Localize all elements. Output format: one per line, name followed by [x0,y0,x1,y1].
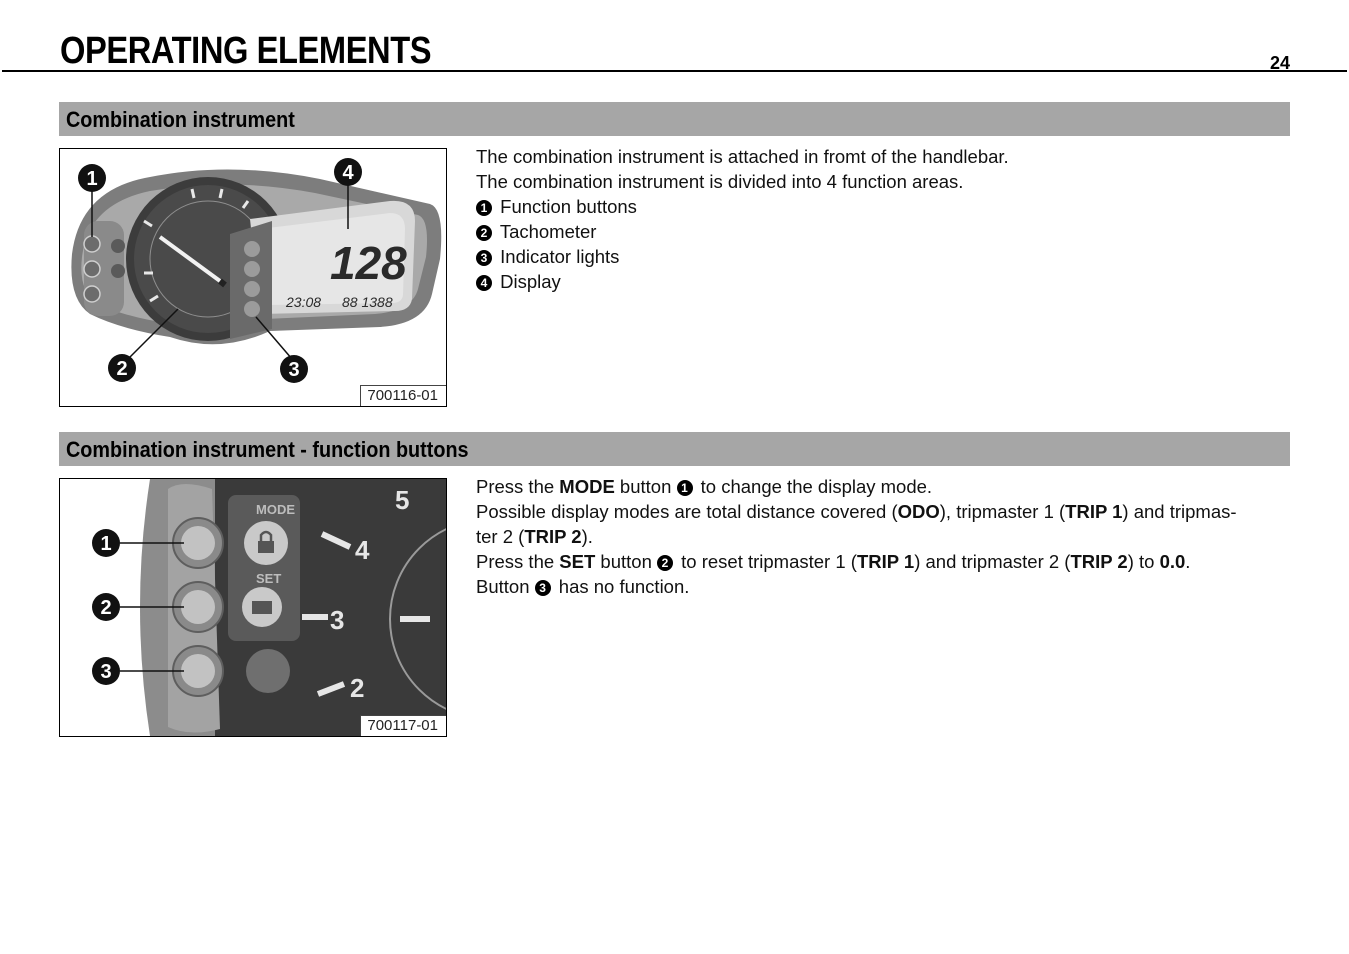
set-term: SET [559,551,596,572]
number-badge: 4 [476,275,492,291]
section-heading-text: Combination instrument [66,107,295,132]
paragraph: Press the MODE button 1 to change the di… [476,476,933,497]
set-label: SET [256,571,281,586]
callout-2: 2 [100,597,111,619]
list-item-label: Tachometer [499,221,597,242]
page-number: 24 [1269,53,1290,73]
paragraph: Press the SET button 2 to reset tripmast… [476,551,1191,572]
list-item: 2 Tachometer [476,219,1286,244]
trip2-term: TRIP 2 [524,526,582,547]
callout-4: 4 [342,162,354,184]
display-odo: 88 1388 [342,294,393,310]
mode-term: MODE [559,476,615,497]
trip1-term: TRIP 1 [856,551,915,572]
number-badge: 3 [476,250,492,266]
scale-number: 5 [395,485,409,515]
figure-combination-instrument: 128 23:08 88 1388 1 4 2 3 700116-01 [59,148,447,407]
section-heading-text: Combination instrument - function button… [66,437,469,462]
number-badge: 3 [534,580,551,596]
paragraph: The combination instrument is attached i… [476,146,1009,167]
section1-text: The combination instrument is attached i… [476,144,1286,294]
number-badge: 1 [476,200,492,216]
number-badge: 2 [657,555,673,571]
instrument-illustration: 128 23:08 88 1388 1 4 2 3 [71,158,442,383]
section-heading-function-buttons: Combination instrument - function button… [59,432,1290,466]
odo-term: ODO [897,501,940,522]
callout-3: 3 [288,359,299,381]
display-time: 23:08 [285,294,321,310]
list-item-label: Indicator lights [500,246,620,267]
callout-2: 2 [116,358,127,380]
callout-3: 3 [100,661,111,683]
paragraph: Button 3 has no function. [476,576,690,597]
figure-function-buttons: MODE SET 5 4 3 2 1 [59,478,447,737]
trip1-term: TRIP 1 [1065,501,1123,522]
list-item-label: Display [500,271,561,292]
number-badge: 2 [476,225,492,241]
callout-1: 1 [100,533,111,555]
number-badge: 1 [676,480,693,496]
list-item-label: Function buttons [500,196,637,217]
list-item: 4 Display [476,269,1286,294]
paragraph: The combination instrument is divided in… [476,171,964,192]
trip2-term: TRIP 2 [1070,551,1128,572]
list-item: 3 Indicator lights [476,244,1286,269]
callout-1: 1 [86,168,97,190]
section-heading-combination-instrument: Combination instrument [59,102,1290,136]
function-buttons-illustration: MODE SET 5 4 3 2 1 [60,479,446,736]
figure-id: 700116-01 [360,385,446,406]
title-rule [2,70,1347,72]
paragraph: Possible display modes are total distanc… [476,501,1237,547]
page-title: OPERATING ELEMENTS [60,30,432,72]
figure-id: 700117-01 [360,715,446,736]
section2-text: Press the MODE button 1 to change the di… [476,474,1286,599]
scale-number: 4 [355,535,370,565]
list-item: 1 Function buttons [476,194,1286,219]
zero-value: 0.0 [1159,551,1186,572]
scale-number: 2 [350,673,364,703]
scale-number: 3 [330,605,344,635]
mode-label: MODE [256,502,295,517]
display-speed: 128 [330,237,407,289]
